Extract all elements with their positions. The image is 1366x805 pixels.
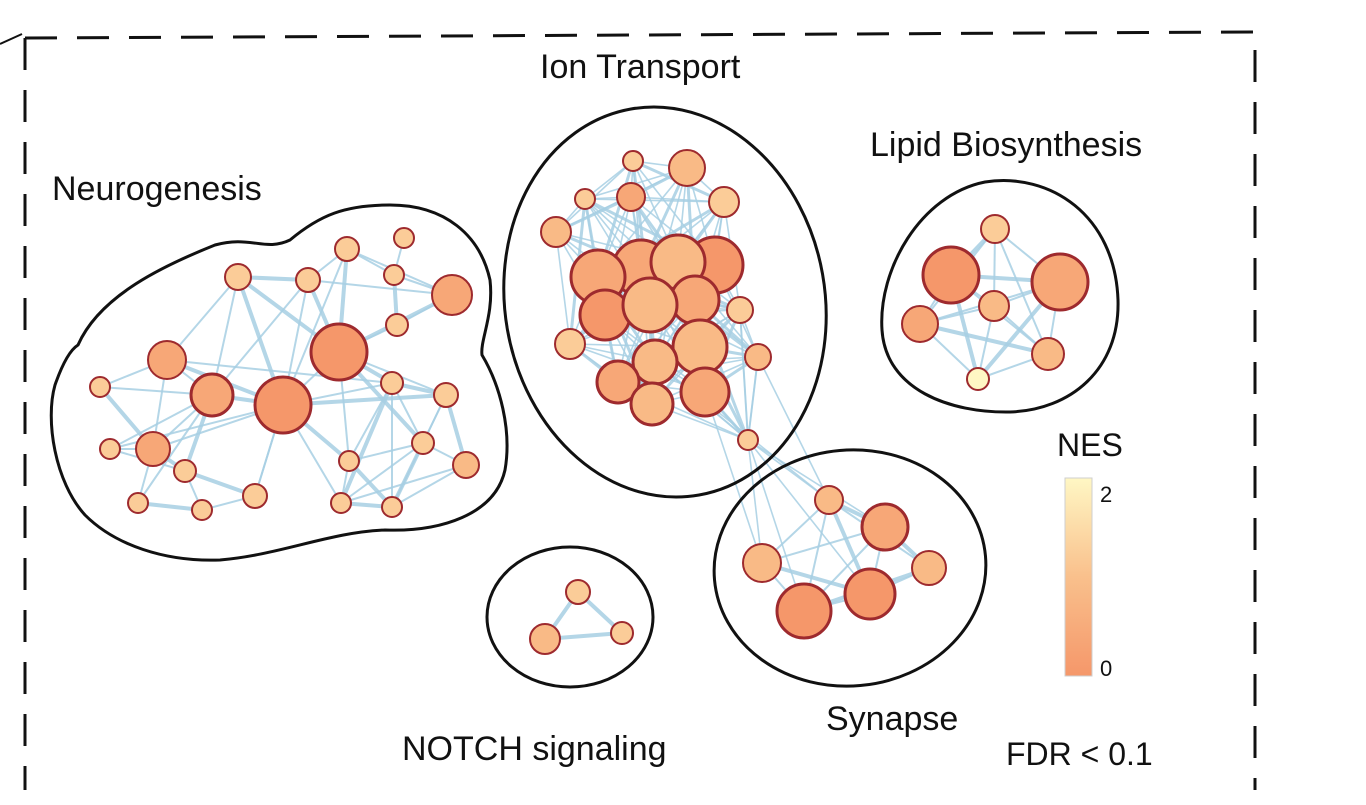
network-edge: [391, 464, 467, 508]
synapse-node: [860, 502, 910, 552]
legend-min-label: 0: [1100, 656, 1112, 681]
network-edge: [348, 442, 424, 462]
network-edge: [339, 382, 394, 504]
lipid-biosynthesis-boundary: [880, 179, 1120, 414]
lipid-biosynthesis-node: [1031, 337, 1065, 371]
neurogenesis-node: [381, 496, 403, 518]
network-edge: [919, 322, 1049, 356]
network-edge: [340, 464, 467, 504]
cluster-label-synapse: Synapse: [826, 700, 958, 738]
neurogenesis-node: [189, 372, 235, 418]
dashed-frame: [0, 30, 1257, 790]
neurogenesis-node: [253, 375, 313, 435]
notch-signaling-boundary: [485, 545, 655, 689]
ion-transport-node: [621, 276, 679, 334]
network-edge: [747, 439, 763, 564]
neurogenesis-node: [191, 499, 213, 521]
cluster-label-lipid-biosynthesis: Lipid Biosynthesis: [870, 126, 1142, 164]
network-edge: [166, 359, 393, 384]
network-edge: [704, 391, 763, 564]
neurogenesis-node: [452, 451, 480, 479]
ion-transport-node: [679, 366, 731, 418]
neurogenesis-node: [380, 371, 404, 395]
synapse-node: [911, 550, 947, 586]
synapse-boundary: [712, 448, 988, 688]
ion-transport-node: [669, 274, 721, 326]
synapse-node: [775, 582, 833, 640]
ion-transport-node: [574, 188, 596, 210]
neurogenesis-node: [309, 322, 369, 382]
ion-transport-node: [578, 288, 632, 342]
neurogenesis-node: [330, 492, 352, 514]
network-edge: [307, 279, 453, 296]
cluster-label-notch-signaling: NOTCH signaling: [402, 730, 667, 768]
ion-transport-node: [671, 318, 729, 376]
notch-signaling-node: [610, 621, 634, 645]
neurogenesis-node: [242, 483, 268, 509]
legend-max-label: 2: [1100, 482, 1112, 507]
neurogenesis-node: [224, 263, 252, 291]
nodes-layer: [89, 149, 1090, 655]
ion-transport-node: [616, 182, 646, 212]
lipid-biosynthesis-node: [980, 214, 1010, 244]
ion-transport-boundary: [502, 105, 828, 499]
network-edge: [739, 309, 749, 441]
ion-transport-node: [708, 186, 740, 218]
neurogenesis-node: [385, 313, 409, 337]
ion-transport-node: [554, 328, 586, 360]
nes-legend: NES 2 0: [1057, 427, 1123, 681]
neurogenesis-node: [393, 227, 415, 249]
lipid-biosynthesis-node: [978, 290, 1010, 322]
legend-colorbar: [1064, 477, 1093, 677]
neurogenesis-node: [411, 431, 435, 455]
neurogenesis-node: [173, 459, 197, 483]
network-edge: [555, 231, 571, 345]
synapse-node: [843, 567, 897, 621]
network-edge: [211, 279, 309, 396]
legend-title: NES: [1057, 427, 1123, 463]
neurogenesis-node: [334, 236, 360, 262]
cluster-label-ion-transport: Ion Transport: [540, 48, 741, 86]
notch-signaling-node: [565, 579, 591, 605]
ion-transport-node: [622, 150, 644, 172]
ion-transport-node: [737, 429, 759, 451]
notch-signaling-node: [529, 623, 561, 655]
lipid-biosynthesis-node: [966, 367, 990, 391]
neurogenesis-boundary: [49, 203, 509, 562]
network-edge: [994, 228, 1049, 355]
synapse-node: [742, 543, 782, 583]
ion-transport-node: [595, 359, 641, 405]
lipid-biosynthesis-node: [901, 305, 939, 343]
neurogenesis-node: [295, 267, 321, 293]
neurogenesis-node: [127, 492, 149, 514]
neurogenesis-node: [99, 438, 121, 460]
network-edge: [747, 439, 871, 595]
lipid-biosynthesis-node: [1030, 252, 1090, 312]
neurogenesis-node: [135, 431, 171, 467]
lipid-biosynthesis-node: [921, 245, 981, 305]
neurogenesis-node: [89, 376, 111, 398]
neurogenesis-node: [431, 274, 473, 316]
neurogenesis-node: [147, 340, 187, 380]
fdr-footnote: FDR < 0.1: [1006, 736, 1153, 772]
ion-transport-node: [629, 381, 675, 427]
network-edge: [340, 442, 424, 504]
ion-transport-node: [668, 149, 706, 187]
ion-transport-node: [744, 343, 772, 371]
ion-transport-node: [540, 216, 572, 248]
synapse-node: [814, 485, 844, 515]
cluster-label-neurogenesis: Neurogenesis: [52, 170, 262, 208]
neurogenesis-node: [338, 450, 360, 472]
ion-transport-node: [726, 296, 754, 324]
neurogenesis-node: [383, 264, 405, 286]
neurogenesis-node: [433, 382, 459, 408]
cluster-boundaries: [49, 105, 1120, 689]
